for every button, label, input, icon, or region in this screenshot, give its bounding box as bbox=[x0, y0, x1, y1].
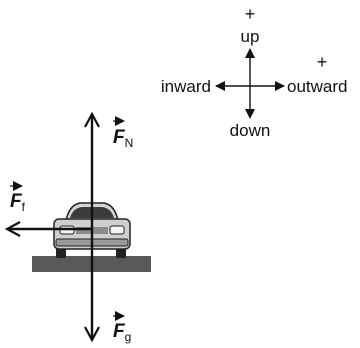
svg-text:Ff: Ff bbox=[10, 191, 26, 214]
down-label: down bbox=[230, 121, 271, 140]
svg-text:Fg: Fg bbox=[113, 321, 131, 344]
inward-label: inward bbox=[161, 77, 211, 96]
outward-plus-sign: + bbox=[317, 52, 328, 72]
friction-force-symbol: F bbox=[10, 191, 23, 212]
gravity-force-symbol: F bbox=[113, 321, 126, 342]
normal-force-symbol: F bbox=[113, 127, 126, 148]
outward-label: outward bbox=[287, 77, 347, 96]
gravity-force-label: Fg bbox=[113, 311, 131, 344]
direction-legend: + up + outward inward down bbox=[161, 4, 348, 140]
svg-text:FN: FN bbox=[113, 127, 133, 150]
friction-force-label: Ff bbox=[10, 181, 26, 214]
up-label: up bbox=[241, 27, 260, 46]
normal-force-subscript: N bbox=[125, 136, 134, 150]
up-plus-sign: + bbox=[245, 4, 256, 24]
friction-force-subscript: f bbox=[22, 200, 26, 214]
normal-force-label: FN bbox=[113, 116, 133, 150]
gravity-force-subscript: g bbox=[125, 330, 132, 344]
